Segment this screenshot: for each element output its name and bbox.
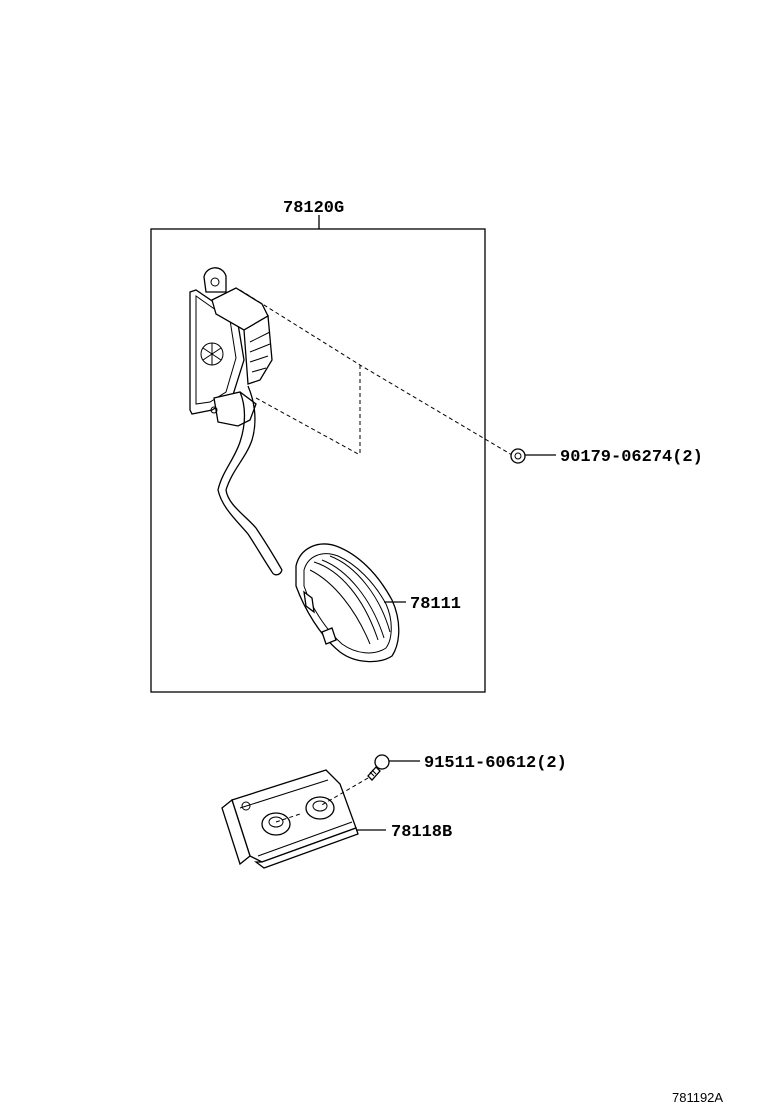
figure-reference: 781192A: [672, 1090, 723, 1105]
bolt-90179-drawing: [510, 448, 526, 464]
bolt-installation-dashes: [239, 289, 513, 456]
assembly-frame: [150, 228, 486, 693]
accelerator-pedal-arm-drawing: [189, 267, 283, 576]
assembly-part-number[interactable]: 78120G: [283, 199, 344, 218]
screw-part-number[interactable]: 91511-60612(2): [424, 754, 567, 773]
screw-91511-drawing: [367, 754, 390, 781]
pedal-pad-drawing: [295, 543, 400, 663]
floor-bracket-drawing: [221, 769, 359, 869]
bolt-part-number[interactable]: 90179-06274(2): [560, 448, 703, 467]
pad-part-number[interactable]: 78111: [410, 595, 461, 614]
bracket-part-number[interactable]: 78118B: [391, 823, 452, 842]
screw-installation-dashes: [275, 777, 369, 823]
